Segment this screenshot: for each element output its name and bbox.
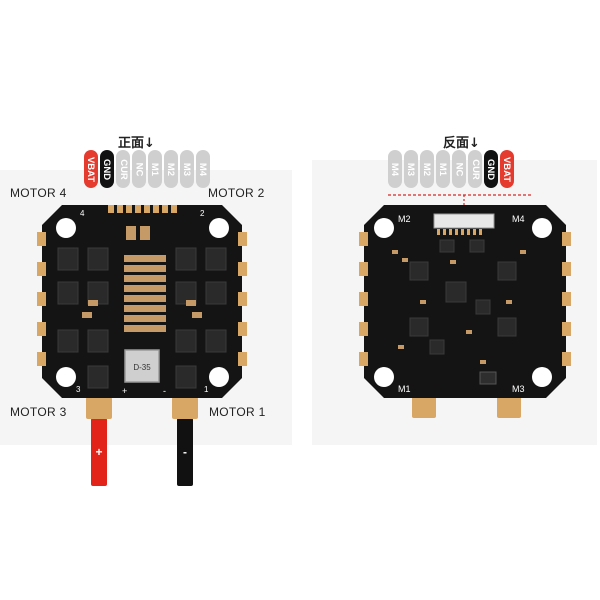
back-pin-m1: M1	[436, 150, 450, 188]
front-hole-top-right	[209, 218, 229, 238]
back-pin-m4: M4	[388, 150, 402, 188]
front-corner-2: 2	[200, 209, 205, 218]
motor-1-label: MOTOR 1	[209, 405, 266, 419]
front-corner-4: 4	[80, 209, 85, 218]
front-pad-neg-label: -	[163, 386, 166, 396]
current-shunt	[124, 349, 160, 383]
back-pin-gnd: GND	[484, 150, 498, 188]
motor-3-label: MOTOR 3	[10, 405, 67, 419]
back-corner-m1: M1	[398, 384, 411, 394]
motor-4-label: MOTOR 4	[10, 186, 67, 200]
negative-wire	[177, 418, 193, 486]
motor-2-label: MOTOR 2	[208, 186, 265, 200]
front-heading: 正面↓	[118, 136, 155, 151]
back-hole-bottom-right	[532, 367, 552, 387]
front-board: + -	[37, 205, 247, 486]
positive-pad	[86, 397, 112, 419]
front-pad-pos-label: +	[122, 386, 127, 396]
back-pad-right	[497, 396, 521, 418]
front-pin-m2: M2	[164, 150, 178, 188]
front-hole-bottom-right	[209, 367, 229, 387]
back-hole-bottom-left	[374, 367, 394, 387]
front-corner-3: 3	[76, 385, 81, 394]
front-hole-top-left	[56, 218, 76, 238]
front-pin-m4: M4	[196, 150, 210, 188]
back-pin-cur: CUR	[468, 150, 482, 188]
positive-wire	[91, 418, 107, 486]
back-corner-m4: M4	[512, 214, 525, 224]
back-pin-m3: M3	[404, 150, 418, 188]
back-corner-m2: M2	[398, 214, 411, 224]
front-pin-gnd: GND	[100, 150, 114, 188]
signal-connector	[433, 213, 495, 229]
back-hole-top-left	[374, 218, 394, 238]
shunt-label: D-35	[133, 363, 151, 372]
front-pin-cur: CUR	[116, 150, 130, 188]
front-hole-bottom-left	[56, 367, 76, 387]
negative-pad	[172, 397, 198, 419]
front-corner-1: 1	[204, 385, 209, 394]
front-pin-m3: M3	[180, 150, 194, 188]
positive-wire-label: +	[95, 445, 102, 459]
back-heading: 反面↓	[443, 136, 480, 151]
back-pin-m2: M2	[420, 150, 434, 188]
negative-wire-label: -	[183, 445, 187, 459]
back-hole-top-right	[532, 218, 552, 238]
front-pin-vbat: VBAT	[84, 150, 98, 188]
back-corner-m3: M3	[512, 384, 525, 394]
back-pad-left	[412, 396, 436, 418]
back-pin-nc: NC	[452, 150, 466, 188]
front-pin-m1: M1	[148, 150, 162, 188]
back-pin-vbat: VBAT	[500, 150, 514, 188]
back-board: M2 M4 M1 M3	[359, 194, 571, 418]
front-pin-nc: NC	[132, 150, 146, 188]
